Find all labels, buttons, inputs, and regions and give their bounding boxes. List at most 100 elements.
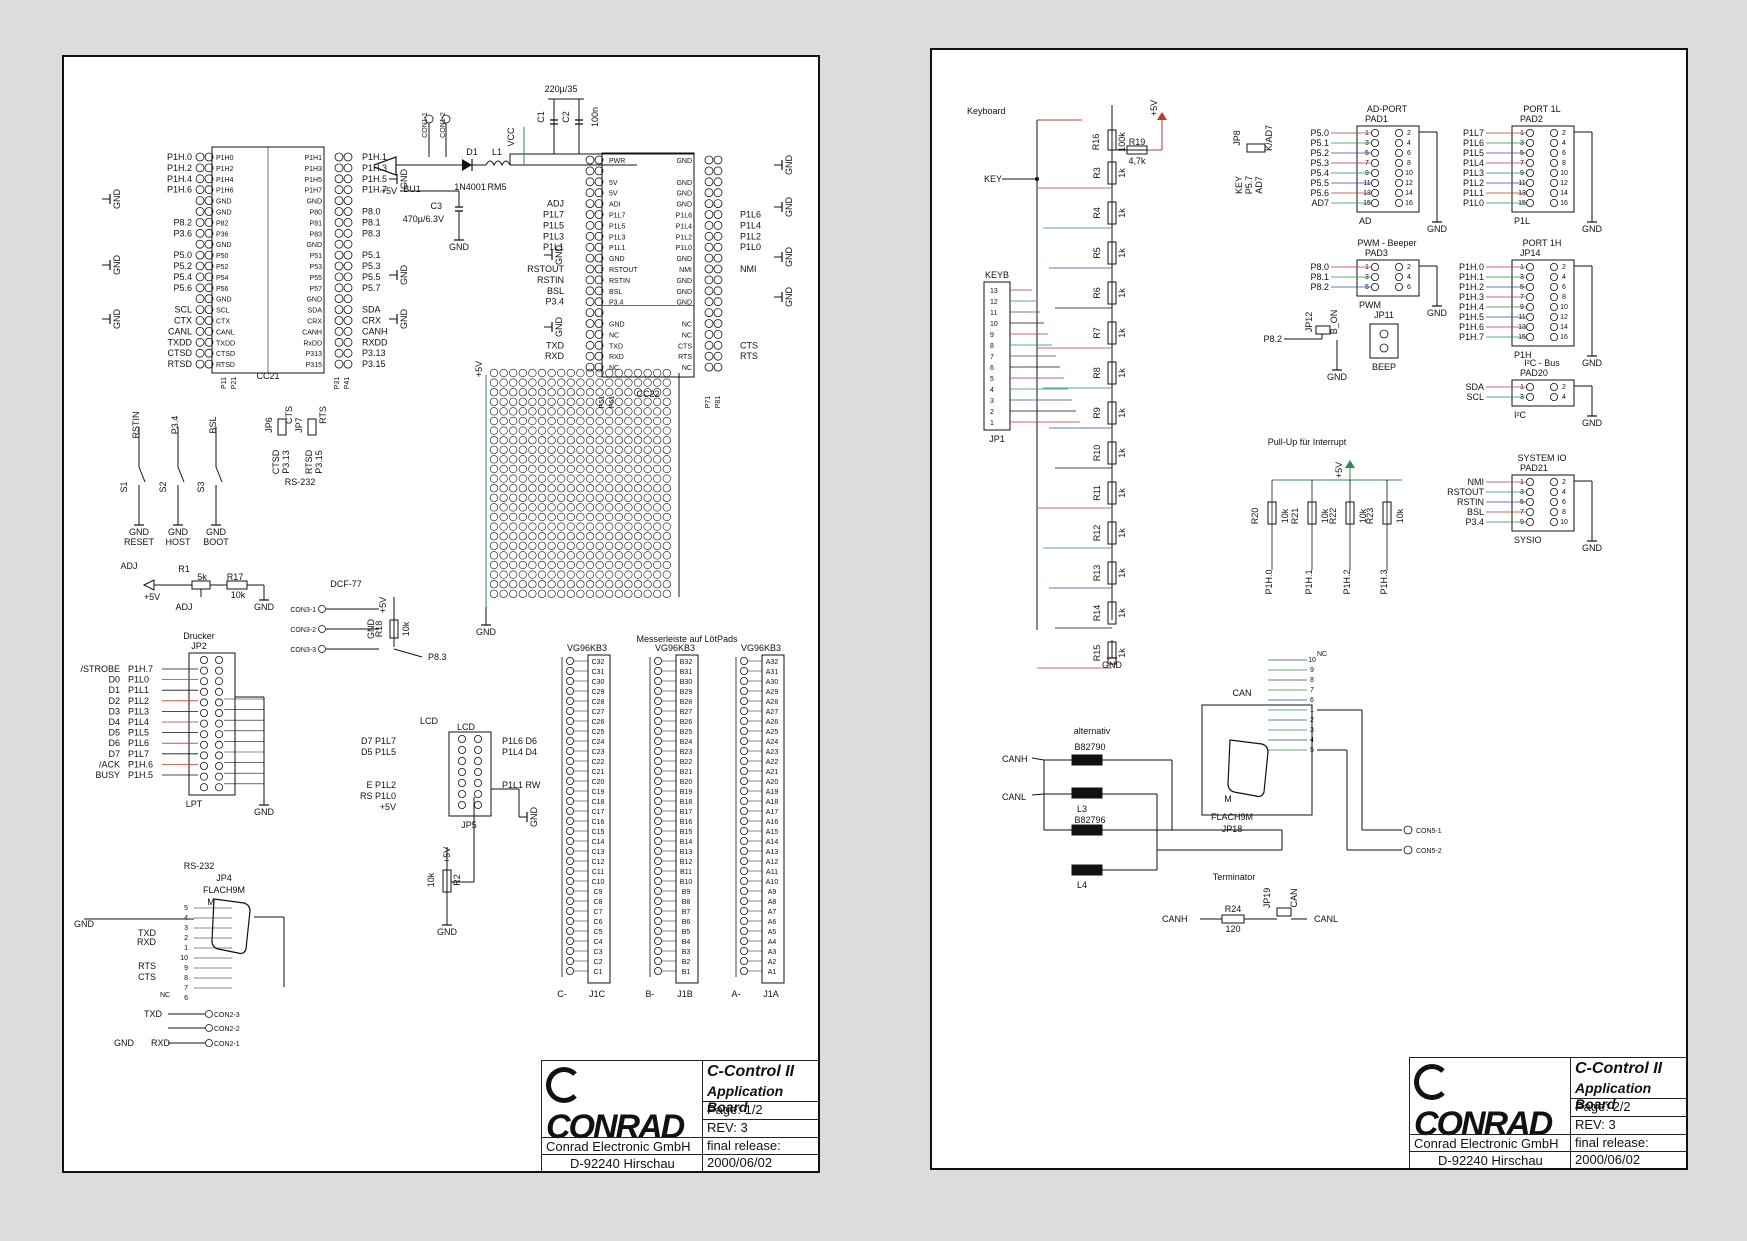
ladder-resistor-value: 1k <box>1117 288 1127 298</box>
cc21-pin-label: P1H0 <box>216 155 234 162</box>
ground-label: GND <box>206 527 227 537</box>
dcf-terminal <box>318 625 326 633</box>
grid-pad <box>585 416 595 426</box>
pad-connector <box>1511 474 1575 532</box>
ground-label: GND <box>784 155 794 176</box>
lpt-port: P1H.5 <box>128 770 153 780</box>
ground-label: GND <box>1327 372 1348 382</box>
pullup-net-label: P1H.0 <box>1264 569 1274 594</box>
pad-hole <box>1526 332 1535 341</box>
lpt-pad <box>214 740 223 749</box>
grid-pad <box>528 512 537 522</box>
grid-pad <box>518 407 527 416</box>
board-subtitle: Application Board <box>1575 1080 1652 1112</box>
grid-pad <box>547 436 556 445</box>
grid-pad <box>595 368 604 378</box>
ground-label: GND <box>476 627 497 637</box>
cc21-pad <box>204 207 214 216</box>
cc21-pin-label: CTSD <box>216 351 235 358</box>
grid-pad <box>643 368 652 378</box>
grid-pad <box>547 407 556 416</box>
grid-pad <box>509 436 518 445</box>
grid-pad <box>624 436 633 445</box>
lpt-signal: D1 <box>108 685 120 695</box>
grid-pad <box>662 570 671 579</box>
cc22-signal: P1L0 <box>740 242 761 252</box>
pad-signal: P1H.4 <box>1459 302 1484 312</box>
vg96-pad <box>654 847 663 856</box>
resistor-r12 <box>1107 521 1117 545</box>
vg96-pad <box>654 757 663 766</box>
p315-label: P3.15 <box>314 450 324 474</box>
grid-pad <box>528 436 537 445</box>
grid-pad <box>653 493 662 502</box>
diode-d1 <box>462 159 472 171</box>
grid-pad <box>499 522 508 531</box>
grid-pad <box>509 474 518 483</box>
grid-pad <box>566 503 575 512</box>
pad-pin-number: 5 <box>1520 499 1524 506</box>
grid-pad <box>614 426 623 435</box>
cc21-pin-label: P55 <box>310 275 323 282</box>
grid-pad <box>605 484 614 493</box>
pad-signal: P1H.1 <box>1459 272 1484 282</box>
grid-pad <box>509 416 518 426</box>
grid-pad <box>653 378 662 387</box>
cc22-pad <box>713 329 723 339</box>
grid-pad <box>605 512 614 522</box>
cc22-pin-label: NC <box>682 322 692 329</box>
grid-pad <box>518 570 527 579</box>
ground-label: GND <box>399 265 409 286</box>
cc22-signal: P1L7 <box>543 210 564 220</box>
cc21-pin-label: RTSD <box>216 362 235 369</box>
grid-pad <box>633 397 643 406</box>
pad-pin-number: 2 <box>1562 264 1566 271</box>
cc22-pin-label: GND <box>676 256 692 263</box>
pad-signal: P1H.2 <box>1459 282 1484 292</box>
cc22-pad <box>594 231 604 241</box>
vg96-pad <box>654 907 663 916</box>
pullup-resistor-label: R20 <box>1250 508 1260 525</box>
lpt-pad <box>214 730 223 739</box>
grid-pad <box>624 464 633 474</box>
cc21-pin-label: GND <box>306 199 322 206</box>
grid-pad <box>547 551 556 560</box>
grid-pad <box>662 378 671 387</box>
pad-pin-number: 15 <box>1518 200 1526 207</box>
grid-pad <box>566 378 575 387</box>
cc22-pad <box>594 177 604 187</box>
vg96-pad <box>565 877 574 886</box>
cc21-pad <box>195 337 205 347</box>
ladder-resistor-label: R3 <box>1092 167 1102 179</box>
vg96-pad <box>565 937 574 946</box>
jp12-label: JP12 <box>1304 312 1314 333</box>
minus-label: B- <box>646 989 655 999</box>
vg96-pin-label: A12 <box>766 859 779 866</box>
lpt-signal: BUSY <box>95 770 120 780</box>
cc21-signal: P5.4 <box>173 272 192 282</box>
jp1-label: JP1 <box>989 434 1005 444</box>
grid-pad <box>595 407 604 416</box>
vg96-pad <box>740 847 749 856</box>
grid-pad <box>489 580 499 589</box>
grid-pad <box>566 484 575 493</box>
grid-pad <box>653 388 662 397</box>
grid-pad <box>605 493 614 502</box>
pad-hole <box>1550 312 1559 321</box>
cc22-pin-label: NC <box>682 365 692 372</box>
lpt-pad <box>214 698 223 707</box>
grid-pad <box>547 397 556 406</box>
cc22-signal: P1L6 <box>740 210 761 220</box>
vg96-pin-label: B14 <box>680 839 693 846</box>
vg96-pad <box>740 717 749 726</box>
vg96-pad <box>740 927 749 936</box>
keyb-pin: 6 <box>990 365 994 372</box>
cc22-signal: RTS <box>740 351 758 361</box>
pad-hole <box>1394 262 1403 271</box>
grid-pad <box>576 397 585 406</box>
grid-pad <box>557 464 566 474</box>
vg96-pin-label: C3 <box>594 949 603 956</box>
vg96-pin-label: C9 <box>594 889 603 896</box>
vg96-pin-label: C6 <box>594 919 603 926</box>
cc22-pin-label: GND <box>609 256 625 263</box>
